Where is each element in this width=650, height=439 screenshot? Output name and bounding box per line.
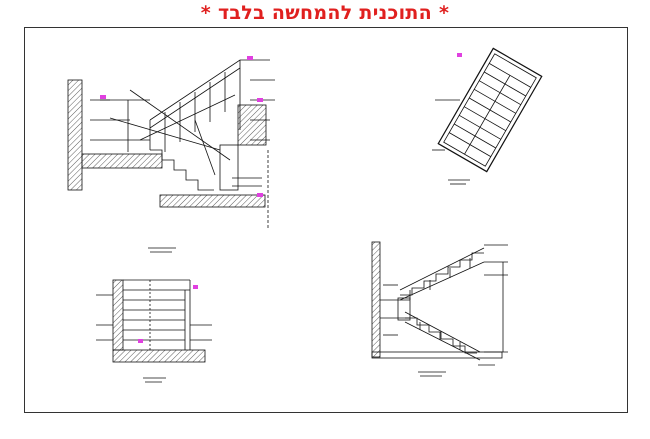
stair-plan-view [432, 47, 543, 185]
disclaimer-banner: * התוכנית להמחשה בלבד * [200, 2, 450, 24]
drawing-sheet-frame [24, 27, 628, 413]
stair-elevation-view [96, 279, 212, 383]
switchback-stair-section-view [371, 241, 508, 377]
stair-section-view [67, 56, 275, 253]
